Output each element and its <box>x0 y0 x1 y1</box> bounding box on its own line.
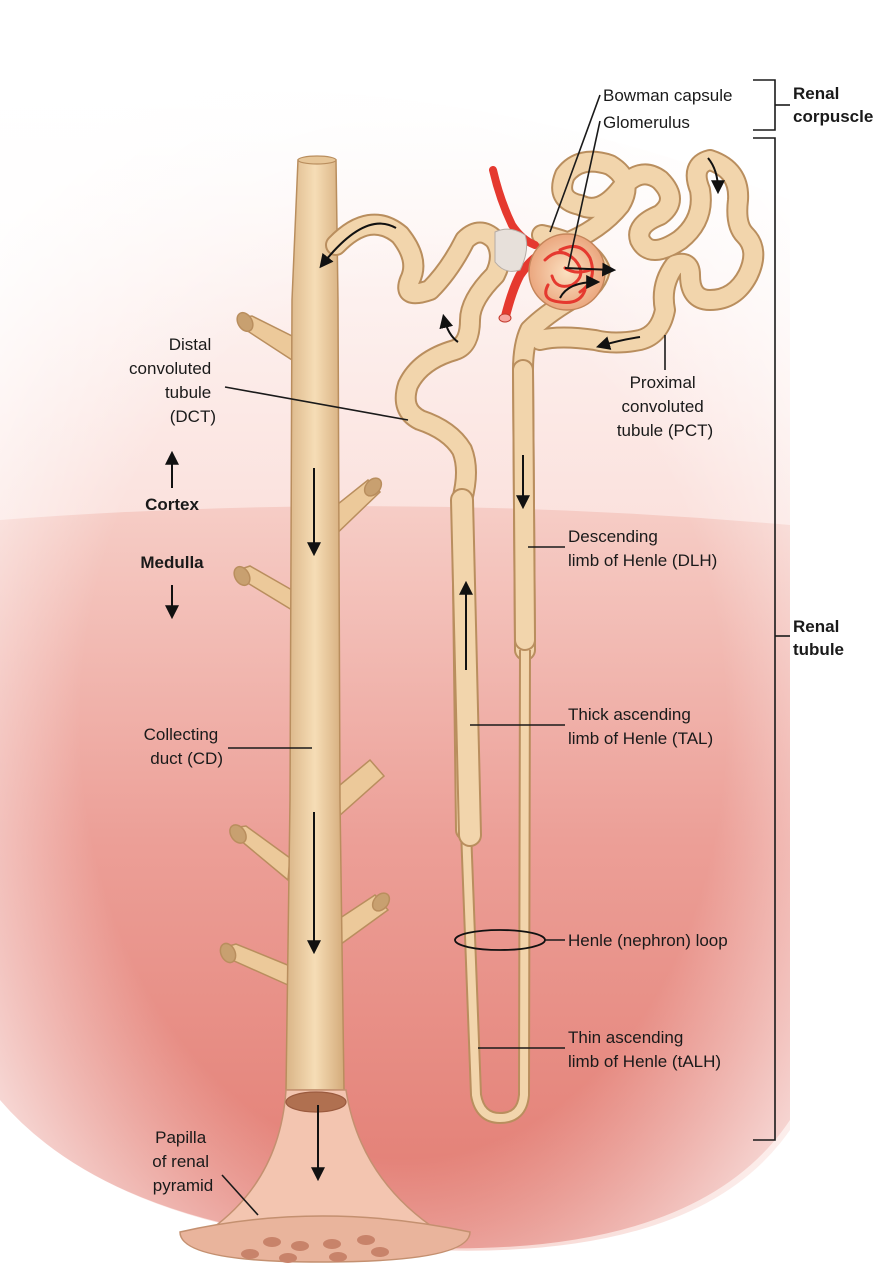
label-henle-loop: Henle (nephron) loop <box>568 931 728 950</box>
label-glomerulus: Glomerulus <box>603 113 690 132</box>
label-medulla: Medulla <box>140 553 204 572</box>
label-papilla: Papilla of renal pyramid <box>152 1128 213 1195</box>
label-bowman-capsule: Bowman capsule <box>603 86 732 105</box>
label-pct: Proximal convoluted tubule (PCT) <box>617 373 713 440</box>
label-cortex: Cortex <box>145 495 199 514</box>
